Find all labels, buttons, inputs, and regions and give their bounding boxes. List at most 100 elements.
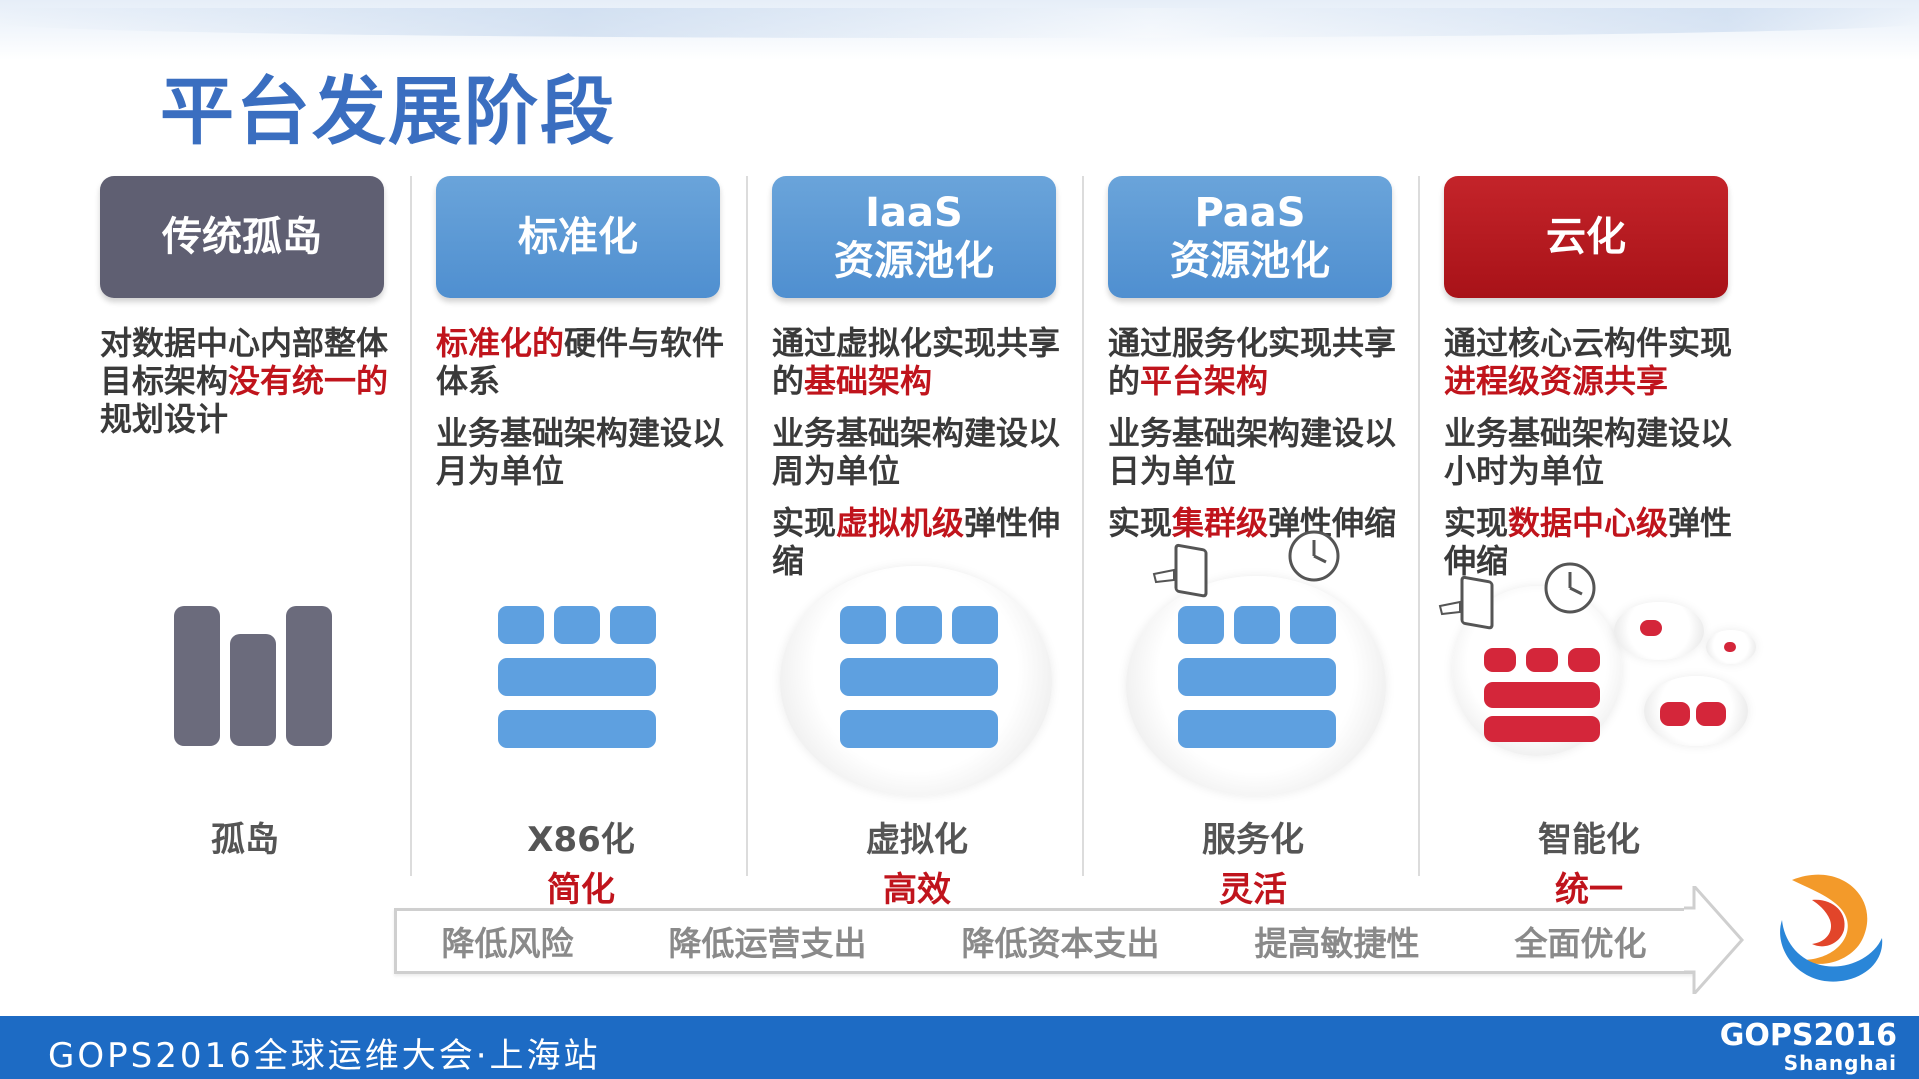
server-block: [1696, 702, 1726, 726]
server-block: [1234, 606, 1280, 644]
stage-column-cloud: 云化 通过核心云构件实现进程级资源共享业务基础架构建设以小时为单位实现数据中心级…: [1438, 176, 1756, 910]
highlight-text: 集群级: [1172, 504, 1269, 542]
stage-header: 标准化: [436, 176, 720, 298]
footer-conference-text: GOPS2016全球运维大会·上海站: [48, 1036, 601, 1076]
arrow-items: 降低风险 降低运营支出 降低资本支出 提高敏捷性 全面优化: [394, 908, 1694, 974]
server-block: [1484, 682, 1600, 708]
page-title: 平台发展阶段: [160, 69, 616, 155]
arrow-body: [394, 908, 1697, 974]
description-paragraph: 业务基础架构建设以小时为单位: [1444, 414, 1734, 490]
description-text: 通过服务化实现共享的: [1108, 324, 1397, 400]
description-text: 实现: [1444, 504, 1509, 542]
stage-title-line1: IaaS: [865, 190, 963, 236]
description-text: 实现: [772, 504, 837, 542]
server-block: [896, 606, 942, 644]
stage-title: 传统孤岛: [162, 214, 322, 260]
description-paragraph: 实现数据中心级弹性伸缩: [1444, 504, 1734, 580]
benefit-label: 灵活: [1219, 870, 1287, 910]
stage-header: PaaS 资源池化: [1108, 176, 1392, 298]
stage-title-line1: PaaS: [1194, 190, 1306, 236]
server-block: [1568, 648, 1600, 672]
gops-swirl-logo: [1780, 874, 1883, 982]
column-divider: [1418, 176, 1420, 876]
description-text: 弹性伸缩: [1444, 504, 1733, 580]
header-decoration: [0, 0, 1919, 60]
server-block: [1724, 642, 1736, 652]
description-text: 对数据中心内部整体目标架构: [100, 324, 389, 400]
silo-bar: [286, 606, 332, 746]
column-divider: [410, 176, 412, 876]
highlight-text: 基础架构: [804, 362, 933, 400]
stage-header: 云化: [1444, 176, 1728, 298]
server-block: [1526, 648, 1558, 672]
description-paragraph: 实现集群级弹性伸缩: [1108, 504, 1398, 542]
arrow-item: 降低运营支出: [668, 924, 867, 963]
silo-bar: [230, 634, 276, 746]
highlight-text: 标准化的: [436, 324, 565, 362]
stage-title-line2: 资源池化: [1170, 238, 1330, 284]
highlight-text: 进程级资源共享: [1444, 362, 1669, 400]
stage-title-line2: 资源池化: [834, 238, 994, 284]
description-paragraph: 对数据中心内部整体目标架构没有统一的规划设计: [100, 324, 390, 438]
tech-label: 智能化: [1538, 820, 1640, 860]
server-block: [1640, 620, 1662, 636]
description-text: 硬件与软件体系: [436, 324, 725, 400]
benefit-label: 简化: [547, 870, 615, 910]
description-text: 通过核心云构件实现: [1444, 324, 1733, 362]
multi-cloud-illustration: [1438, 562, 1756, 826]
server-block: [498, 606, 544, 644]
arrow-item: 全面优化: [1514, 924, 1647, 963]
server-block: [554, 606, 600, 644]
stage-column-paas: PaaS 资源池化 通过服务化实现共享的平台架构业务基础架构建设以日为单位实现集…: [1108, 176, 1398, 910]
footer-logo-title: GOPS2016: [1719, 1018, 1897, 1053]
server-block: [1178, 658, 1336, 696]
description-paragraph: 标准化的硬件与软件体系: [436, 324, 726, 400]
stage-header: IaaS 资源池化: [772, 176, 1056, 298]
description-paragraph: 实现虚拟机级弹性伸缩: [772, 504, 1062, 580]
stage-description: 通过服务化实现共享的平台架构业务基础架构建设以日为单位实现集群级弹性伸缩: [1108, 324, 1398, 542]
arrow-item: 提高敏捷性: [1254, 924, 1420, 963]
tech-label: 虚拟化: [866, 820, 968, 860]
stage-column-iaas: IaaS 资源池化 通过虚拟化实现共享的基础架构业务基础架构建设以周为单位实现虚…: [772, 176, 1062, 910]
server-block: [1484, 648, 1516, 672]
tech-label: X86化: [527, 820, 635, 860]
server-block: [840, 606, 886, 644]
description-text: 业务基础架构建设以月为单位: [436, 414, 725, 490]
server-block: [840, 710, 998, 748]
highlight-text: 虚拟机级: [836, 504, 965, 542]
stage-column-traditional: 传统孤岛 对数据中心内部整体目标架构没有统一的规划设计 孤岛: [100, 176, 390, 876]
clock-icon: [1544, 562, 1596, 614]
description-text: 业务基础架构建设以周为单位: [772, 414, 1061, 490]
description-text: 规划设计: [100, 400, 229, 438]
server-block: [1290, 606, 1336, 644]
description-text: 弹性伸缩: [772, 504, 1061, 580]
highlight-text: 没有统一的: [228, 362, 389, 400]
stage-description: 通过虚拟化实现共享的基础架构业务基础架构建设以周为单位实现虚拟机级弹性伸缩: [772, 324, 1062, 580]
description-paragraph: 业务基础架构建设以周为单位: [772, 414, 1062, 490]
column-divider: [746, 176, 748, 876]
server-block-illustration: [436, 606, 726, 826]
description-paragraph: 通过核心云构件实现进程级资源共享: [1444, 324, 1734, 400]
server-block: [840, 658, 998, 696]
server-block: [1178, 606, 1224, 644]
stage-description: 通过核心云构件实现进程级资源共享业务基础架构建设以小时为单位实现数据中心级弹性伸…: [1444, 324, 1734, 580]
stage-title: 云化: [1546, 214, 1626, 260]
server-block: [610, 606, 656, 644]
description-text: 弹性伸缩: [1268, 504, 1397, 542]
benefit-arrow: 降低风险 降低运营支出 降低资本支出 提高敏捷性 全面优化: [394, 886, 1744, 994]
server-block: [1178, 710, 1336, 748]
highlight-text: 数据中心级: [1508, 504, 1669, 542]
stage-column-standardization: 标准化 标准化的硬件与软件体系业务基础架构建设以月为单位 X86化 简化: [436, 176, 726, 910]
stage-header: 传统孤岛: [100, 176, 384, 298]
arrow-item: 降低资本支出: [961, 924, 1160, 963]
description-paragraph: 业务基础架构建设以月为单位: [436, 414, 726, 490]
silo-bar: [174, 606, 220, 746]
stage-description: 对数据中心内部整体目标架构没有统一的规划设计: [100, 324, 390, 438]
cloud-illustration: [772, 566, 1062, 826]
stage-title: 标准化: [518, 214, 638, 260]
footer-logo-subtitle: Shanghai: [1783, 1051, 1897, 1075]
tech-label: 服务化: [1202, 820, 1304, 860]
footer-bar: GOPS2016全球运维大会·上海站 GOPS2016 Shanghai: [0, 1016, 1919, 1079]
description-text: 通过虚拟化实现共享的: [772, 324, 1061, 400]
server-block: [952, 606, 998, 644]
